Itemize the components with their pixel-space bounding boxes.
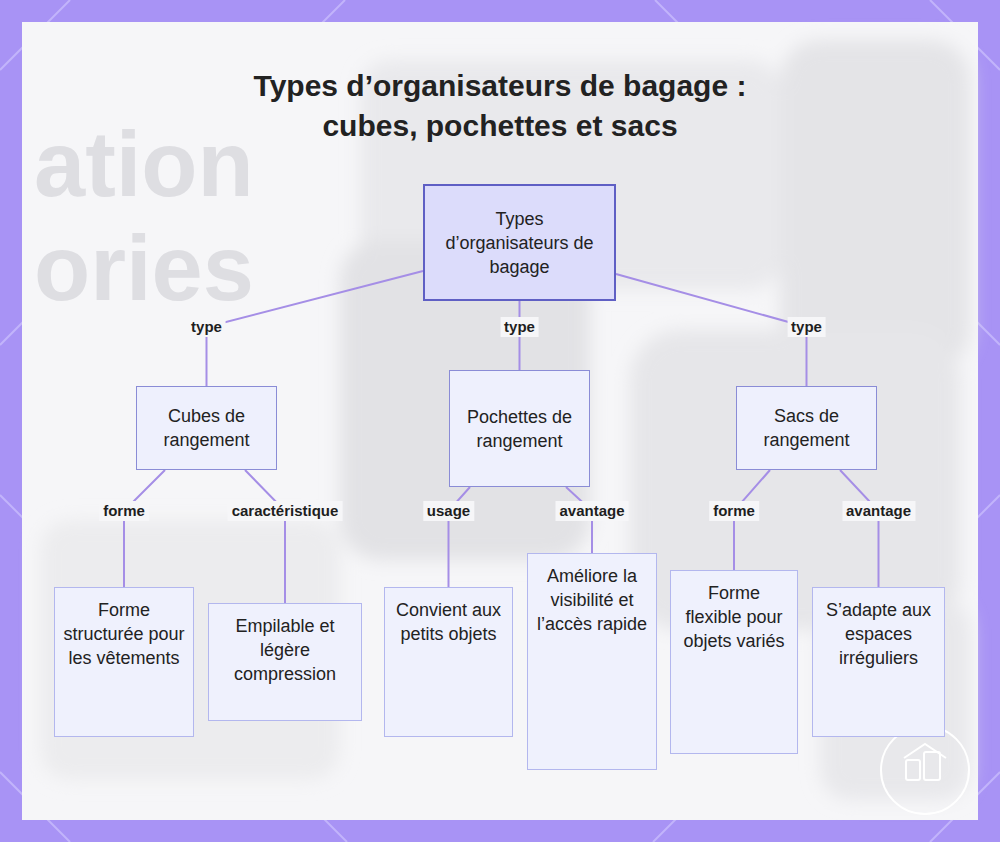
box-text: Pochettes de rangement	[458, 405, 581, 453]
box-text: S’adapte aux espaces irréguliers	[821, 598, 936, 670]
watermark-text: ories	[34, 222, 254, 314]
logo-icon	[904, 744, 946, 758]
connector-label: forme	[709, 501, 759, 521]
category-box: Cubes de rangement	[136, 386, 277, 470]
connector-label: forme	[99, 501, 149, 521]
connector-line	[616, 274, 807, 386]
connector-label: caractéristique	[228, 501, 343, 521]
diagram-title: Types d’organisateurs de bagage : cubes,…	[220, 66, 780, 146]
logo-circle	[881, 726, 969, 814]
box-text: Types d’organisateurs de bagage	[433, 207, 606, 279]
category-box: Pochettes de rangement	[449, 370, 590, 487]
box-text: Améliore la visibilité et l’accès rapide	[536, 564, 648, 636]
connector-label: type	[787, 317, 826, 337]
detail-box: Convient aux petits objets	[384, 587, 513, 737]
logo-icon	[924, 752, 940, 780]
connector-label: avantage	[842, 501, 915, 521]
root-box: Types d’organisateurs de bagage	[423, 184, 616, 301]
detail-box: Améliore la visibilité et l’accès rapide	[527, 553, 657, 770]
connector-line	[124, 470, 165, 587]
logo-icon	[906, 760, 920, 780]
detail-box: Forme flexible pour objets variés	[670, 570, 798, 754]
detail-box: S’adapte aux espaces irréguliers	[812, 587, 945, 737]
connector-label: avantage	[555, 501, 628, 521]
box-text: Forme structurée pour les vêtements	[63, 598, 185, 670]
connector-label: usage	[423, 501, 474, 521]
detail-box: Empilable et légère compression	[208, 603, 362, 721]
detail-box: Forme structurée pour les vêtements	[54, 587, 194, 737]
watermark-text: ation	[34, 118, 254, 210]
category-box: Sacs de rangement	[736, 386, 877, 470]
box-text: Cubes de rangement	[145, 404, 268, 452]
connector-label: type	[187, 317, 226, 337]
blurred-shape	[780, 40, 970, 370]
box-text: Convient aux petits objets	[393, 598, 504, 646]
box-text: Forme flexible pour objets variés	[679, 581, 789, 653]
connector-line	[840, 470, 879, 587]
connector-line	[207, 271, 424, 386]
connector-line	[245, 470, 285, 603]
box-text: Empilable et légère compression	[217, 614, 353, 686]
box-text: Sacs de rangement	[745, 404, 868, 452]
connector-label: type	[500, 317, 539, 337]
